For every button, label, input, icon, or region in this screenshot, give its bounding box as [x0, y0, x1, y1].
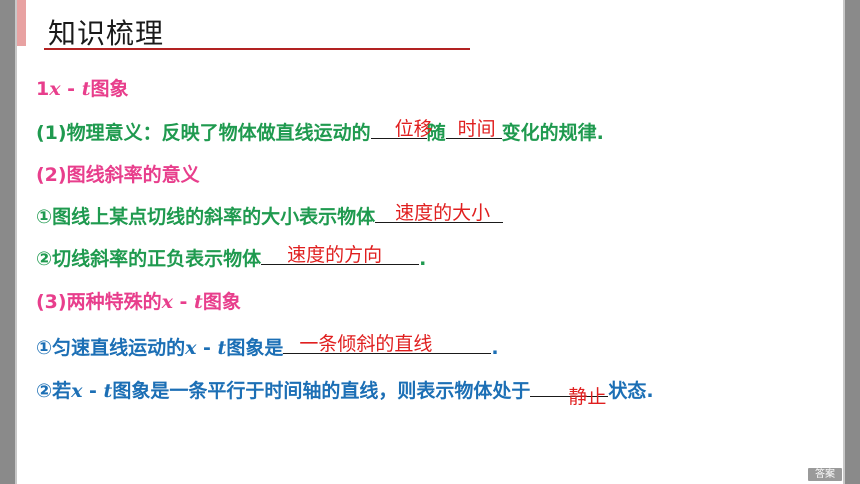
blank-3b: 静止 [530, 378, 609, 408]
item-1-prefix: (1)物理意义：反映了物体做直线运动的 [36, 122, 371, 144]
item-2b-suffix: . [419, 248, 427, 270]
var-t: t [194, 291, 203, 313]
item-3a: ①匀速直线运动的x - t图象是一条倾斜的直线. [36, 333, 499, 360]
blank-2b: 速度的方向 [261, 244, 420, 266]
item-1: (1)物理意义：反映了物体做直线运动的 位移随时间变化的规律. [36, 118, 604, 145]
var-x: x [49, 78, 61, 100]
item-3b-prefix: ②若 [36, 380, 72, 402]
var-x: x [161, 291, 173, 313]
item-1-suffix: 变化的规律. [501, 122, 604, 144]
blank-3a: 一条倾斜的直线 [283, 333, 492, 355]
item-2b-prefix: ②切线斜率的正负表示物体 [36, 248, 262, 270]
item-3b-mid: 图象是一条平行于时间轴的直线，则表示物体处于 [112, 380, 531, 402]
blank-2a: 速度的大小 [375, 202, 504, 224]
title-underline [44, 48, 470, 50]
item-3b: ②若x - t图象是一条平行于时间轴的直线，则表示物体处于 静止状态. [36, 376, 654, 408]
item-1-mid: 随 [426, 122, 446, 144]
right-side-bar [843, 0, 860, 484]
item-3a-mid: 图象是 [226, 337, 284, 359]
item-3-label: 图象 [202, 291, 241, 313]
item-3-heading: (3)两种特殊的x - t图象 [36, 287, 241, 314]
answer-1a: 位移 [394, 118, 433, 140]
item-2a-prefix: ①图线上某点切线的斜率的大小表示物体 [36, 206, 376, 228]
var-t: t [81, 78, 91, 100]
left-side-bar [0, 0, 17, 484]
title-accent [17, 0, 26, 46]
section-heading-1: 1x - t图象 [36, 74, 128, 101]
answer-3b: 静止 [568, 386, 607, 408]
var-x: x [71, 380, 83, 402]
answer-2a: 速度的大小 [395, 202, 491, 224]
item-2-heading: (2)图线斜率的意义 [36, 164, 200, 186]
dash: - [172, 291, 195, 313]
var-t: t [217, 337, 227, 359]
section-number: 1 [36, 78, 50, 100]
answer-3a: 一条倾斜的直线 [299, 333, 433, 355]
answer-2b: 速度的方向 [287, 244, 383, 266]
var-t: t [103, 380, 113, 402]
slide-title: 知识梳理 [48, 17, 165, 50]
answer-button[interactable]: 答案 [808, 468, 842, 481]
item-3a-suffix: . [491, 337, 499, 359]
section-label: 图象 [90, 78, 129, 100]
dash: - [60, 78, 82, 100]
blank-1a: 位移 [370, 118, 433, 140]
blank-1b: 时间 [445, 118, 502, 140]
answer-1b: 时间 [457, 118, 496, 140]
item-3-prefix: (3)两种特殊的 [36, 291, 162, 313]
dash: - [82, 380, 104, 402]
item-3a-prefix: ①匀速直线运动的 [36, 337, 186, 359]
item-2b: ②切线斜率的正负表示物体 速度的方向. [36, 244, 426, 271]
item-2a: ①图线上某点切线的斜率的大小表示物体速度的大小 [36, 202, 504, 229]
dash: - [196, 337, 218, 359]
item-3b-suffix: 状态. [608, 380, 654, 402]
var-x: x [185, 337, 197, 359]
